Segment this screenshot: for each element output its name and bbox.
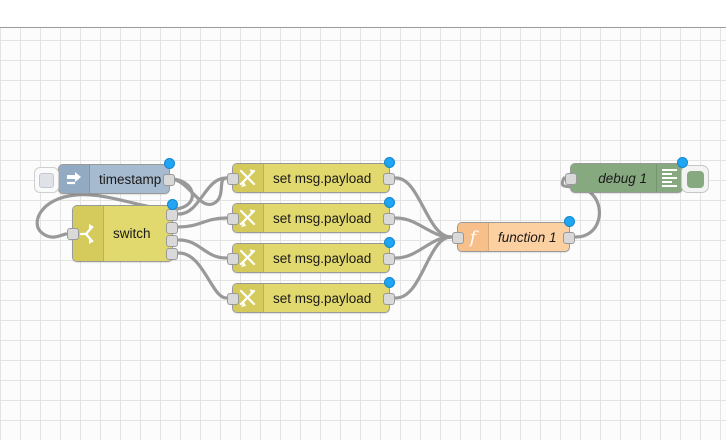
node-label-debug-1: debug 1	[598, 170, 647, 186]
wire-inject-to-change-1	[168, 176, 228, 206]
wire-switch-2-to-change-3	[177, 238, 228, 260]
input-port-change-1[interactable]	[227, 173, 239, 185]
output-port-change-2[interactable]	[383, 213, 395, 225]
node-label-change-2: set msg.payload	[273, 210, 372, 226]
status-dot-change-2	[384, 197, 395, 208]
output-port-switch-3[interactable]	[166, 248, 178, 260]
node-change-2[interactable]: set msg.payload	[227, 197, 395, 233]
node-change-1[interactable]: set msg.payload	[227, 157, 395, 193]
output-port-switch-2[interactable]	[166, 235, 178, 247]
node-inject-timestamp[interactable]: timestamp	[34, 158, 175, 194]
input-port-function-1[interactable]	[452, 232, 464, 244]
svg-text:f: f	[468, 228, 479, 247]
node-label-change-1: set msg.payload	[273, 170, 372, 186]
input-port-change-4[interactable]	[227, 293, 239, 305]
node-label-change-3: set msg.payload	[273, 250, 372, 266]
input-port-debug-1[interactable]	[565, 173, 577, 185]
output-port-change-1[interactable]	[383, 173, 395, 185]
debug-lines-icon	[656, 164, 682, 192]
output-port-function-1[interactable]	[563, 232, 575, 244]
status-dot-change-3	[384, 237, 395, 248]
wire-change-4-to-function	[394, 235, 453, 300]
output-port-switch-1[interactable]	[166, 222, 178, 234]
status-dot-inject	[164, 158, 175, 169]
wire-switch-0-to-change-1	[177, 176, 228, 216]
wire-switch-1-to-change-2	[177, 216, 228, 229]
wire-change-1-to-function	[394, 176, 453, 239]
arrow-right-icon	[59, 165, 90, 193]
output-port-inject-0[interactable]	[163, 174, 175, 186]
debug-toggle-indicator	[686, 170, 704, 188]
output-port-switch-0[interactable]	[166, 209, 178, 221]
node-label-change-4: set msg.payload	[273, 290, 372, 306]
debug-toggle-button[interactable]	[681, 165, 709, 193]
status-dot-debug-1	[677, 157, 688, 168]
input-port-switch[interactable]	[67, 228, 79, 240]
input-port-change-2[interactable]	[227, 213, 239, 225]
wire-change-3-to-function	[394, 235, 453, 260]
output-port-change-3[interactable]	[383, 253, 395, 265]
status-dot-switch	[167, 199, 178, 210]
node-debug-1[interactable]: debug 1	[565, 157, 709, 193]
status-dot-change-1	[384, 157, 395, 168]
flow-canvas[interactable]: timestamp switch	[0, 28, 726, 440]
editor-top-strip	[0, 0, 726, 28]
node-label-inject: timestamp	[99, 171, 162, 187]
status-dot-change-4	[384, 277, 395, 288]
status-dot-function-1	[564, 216, 575, 227]
node-change-3[interactable]: set msg.payload	[227, 237, 395, 273]
node-change-4[interactable]: set msg.payload	[227, 277, 395, 313]
output-port-change-4[interactable]	[383, 293, 395, 305]
node-label-switch: switch	[113, 226, 151, 241]
wire-switch-3-to-change-4	[177, 251, 228, 300]
wire-change-2-to-function	[394, 216, 453, 239]
node-switch[interactable]: switch	[67, 199, 178, 262]
node-function-1[interactable]: f function 1	[452, 216, 575, 252]
input-port-change-3[interactable]	[227, 253, 239, 265]
inject-trigger-button[interactable]	[34, 167, 59, 193]
inject-button-knob	[39, 172, 54, 188]
node-label-function-1: function 1	[498, 229, 557, 245]
